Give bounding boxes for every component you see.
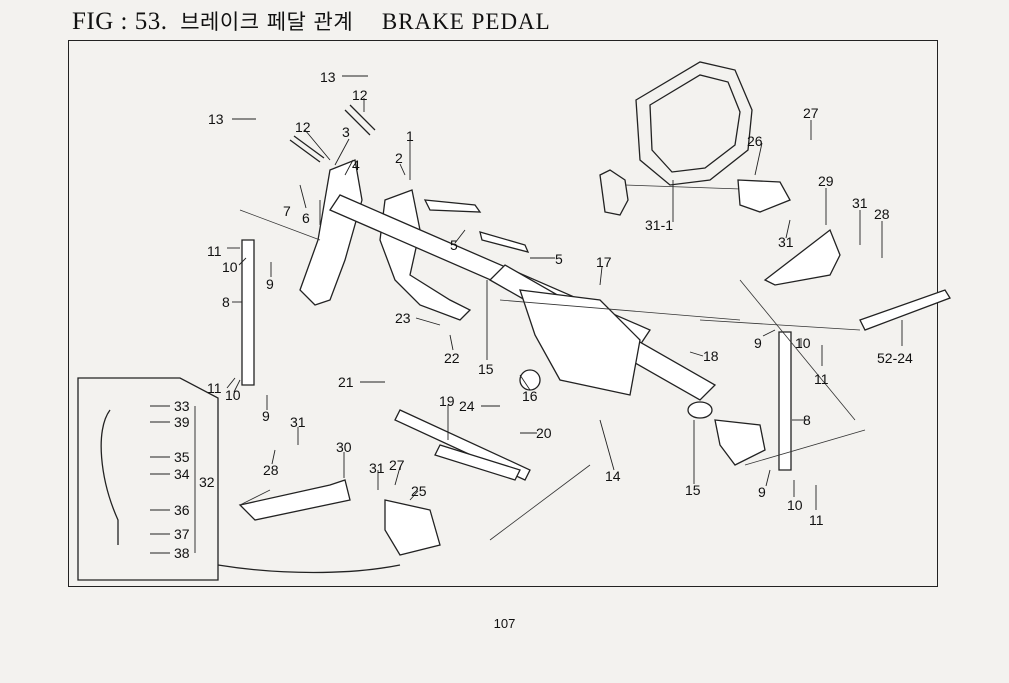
pedal-pad-upper — [423, 199, 482, 213]
callout-31: 31 — [852, 195, 868, 211]
title-english: BRAKE PEDAL — [381, 9, 551, 34]
title-korean: 브레이크 페달 관계 — [180, 10, 354, 34]
callout-3: 3 — [342, 124, 350, 140]
callout-23: 23 — [395, 310, 411, 326]
figure-title: FIG : 53. 브레이크 페달 관계 BRAKE PEDAL — [72, 6, 551, 36]
callout-20: 20 — [536, 425, 552, 441]
callout-11: 11 — [814, 371, 829, 387]
arm-29 — [763, 228, 841, 286]
bottom-cable — [217, 564, 401, 574]
callout-39: 39 — [174, 414, 190, 430]
guide-lines — [239, 209, 866, 541]
callout-6: 6 — [302, 210, 310, 226]
callout-labels: 13 12 13 12 3 1 2 4 7 6 5 5 11 10 9 8 17… — [174, 69, 913, 561]
callout-11: 11 — [207, 243, 222, 259]
callout-25: 25 — [411, 483, 427, 499]
bushing-15 — [687, 401, 713, 419]
callout-5: 5 — [555, 251, 563, 267]
pedal-link-2 — [434, 444, 521, 481]
callout-9: 9 — [262, 408, 270, 424]
callout-13: 13 — [320, 69, 336, 85]
callout-12: 12 — [295, 119, 311, 135]
cab-outline — [635, 61, 753, 186]
callout-17: 17 — [596, 254, 612, 270]
callout-30: 30 — [336, 439, 352, 455]
callout-31: 31 — [778, 234, 794, 250]
callout-31: 31 — [369, 460, 385, 476]
callout-27: 27 — [803, 105, 819, 121]
inset-frame — [77, 377, 219, 581]
callout-10: 10 — [222, 259, 238, 275]
callout-27: 27 — [389, 457, 405, 473]
callout-7: 7 — [283, 203, 291, 219]
cab-mount — [599, 169, 629, 216]
callout-36: 36 — [174, 502, 190, 518]
callout-9: 9 — [266, 276, 274, 292]
bracket-25 — [384, 499, 441, 556]
rod-8-left — [241, 239, 255, 386]
callout-1: 1 — [406, 128, 414, 144]
rod-8-right — [778, 331, 792, 471]
callout-10: 10 — [787, 497, 803, 513]
callout-38: 38 — [174, 545, 190, 561]
callout-16: 16 — [522, 388, 538, 404]
callout-28: 28 — [874, 206, 890, 222]
lever-30 — [238, 479, 351, 521]
page-number: 107 — [493, 616, 516, 631]
callout-35: 35 — [174, 449, 190, 465]
inset-cable — [100, 409, 119, 545]
callout-10: 10 — [795, 335, 811, 351]
figure-number: FIG : 53. — [72, 8, 168, 35]
callout-4: 4 — [352, 157, 360, 173]
pedal-arm-left — [299, 159, 363, 306]
callout-15: 15 — [478, 361, 494, 377]
callout-2: 2 — [395, 150, 403, 166]
callout-18: 18 — [703, 348, 719, 364]
callout-19: 19 — [439, 393, 455, 409]
lever-lower — [714, 419, 766, 466]
callout-26: 26 — [747, 133, 763, 149]
callout-9: 9 — [758, 484, 766, 500]
spring-12-upper — [344, 104, 376, 136]
callout-9: 9 — [754, 335, 762, 351]
callout-11: 11 — [809, 512, 824, 528]
callout-21: 21 — [338, 374, 354, 390]
callout-10: 10 — [225, 387, 241, 403]
callout-5: 5 — [450, 237, 458, 253]
callout-29: 29 — [818, 173, 834, 189]
callout-24: 24 — [459, 398, 475, 414]
callout-31: 31 — [290, 414, 306, 430]
callout-33: 33 — [174, 398, 190, 414]
callout-15: 15 — [685, 482, 701, 498]
callout-32: 32 — [199, 474, 215, 490]
callout-22: 22 — [444, 350, 460, 366]
callout-8: 8 — [803, 412, 811, 428]
leader-lines — [150, 75, 903, 554]
callout-11: 11 — [207, 380, 222, 396]
callout-31-1: 31-1 — [645, 217, 673, 233]
spring-12-lower — [289, 135, 325, 163]
pedal-pad-lower — [479, 231, 530, 253]
rod-end-52-24 — [859, 289, 951, 331]
callout-37: 37 — [174, 526, 190, 542]
diagram-frame — [68, 40, 938, 587]
callout-28: 28 — [263, 462, 279, 478]
callout-13: 13 — [208, 111, 224, 127]
callout-8: 8 — [222, 294, 230, 310]
bracket-26 — [737, 179, 791, 213]
callout-52-24: 52-24 — [877, 350, 913, 366]
shaft-bracket — [519, 289, 641, 396]
callout-14: 14 — [605, 468, 621, 484]
callout-34: 34 — [174, 466, 190, 482]
callout-12: 12 — [352, 87, 368, 103]
